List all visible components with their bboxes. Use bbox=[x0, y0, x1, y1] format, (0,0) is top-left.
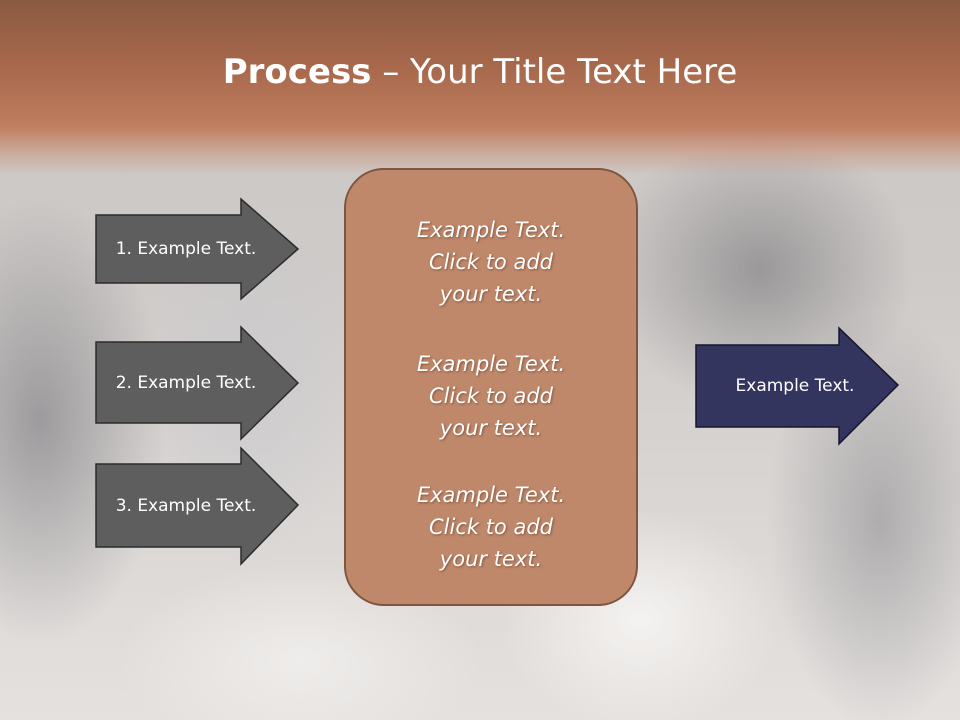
center-text-block-2: Example Text. Click to add your text. bbox=[346, 348, 636, 444]
output-arrow[interactable]: Example Text. bbox=[695, 326, 900, 446]
arrow-shape-3 bbox=[95, 446, 300, 566]
block-1-line-1: Example Text. bbox=[416, 218, 566, 242]
output-arrow-shape bbox=[695, 326, 900, 446]
process-arrow-2[interactable]: 2. Example Text. bbox=[95, 325, 300, 441]
arrow-shape-1 bbox=[95, 197, 300, 301]
output-arrow-label: Example Text. bbox=[735, 376, 855, 396]
block-3-line-3: your text. bbox=[439, 547, 543, 571]
title-bold: Process bbox=[222, 52, 372, 92]
process-arrow-2-label: 2. Example Text. bbox=[115, 373, 257, 393]
block-3-line-2: Click to add bbox=[428, 515, 553, 539]
block-3-line-1: Example Text. bbox=[416, 483, 566, 507]
title-rest: – Your Title Text Here bbox=[371, 52, 738, 92]
header-band bbox=[0, 0, 960, 175]
process-arrow-3[interactable]: 3. Example Text. bbox=[95, 446, 300, 566]
arrow-shape-2 bbox=[95, 325, 300, 441]
process-arrow-1-label: 1. Example Text. bbox=[115, 239, 257, 259]
process-arrow-1[interactable]: 1. Example Text. bbox=[95, 197, 300, 301]
center-text-block-3: Example Text. Click to add your text. bbox=[346, 479, 636, 575]
block-2-line-2: Click to add bbox=[428, 384, 553, 408]
center-text-block-1: Example Text. Click to add your text. bbox=[346, 214, 636, 310]
block-2-line-3: your text. bbox=[439, 416, 543, 440]
block-2-line-1: Example Text. bbox=[416, 352, 566, 376]
block-1-line-2: Click to add bbox=[428, 250, 553, 274]
process-arrow-3-label: 3. Example Text. bbox=[115, 496, 257, 516]
slide-title: Process – Your Title Text Here bbox=[0, 52, 960, 92]
center-text-box[interactable]: Example Text. Click to add your text. Ex… bbox=[344, 168, 638, 606]
block-1-line-3: your text. bbox=[439, 282, 543, 306]
